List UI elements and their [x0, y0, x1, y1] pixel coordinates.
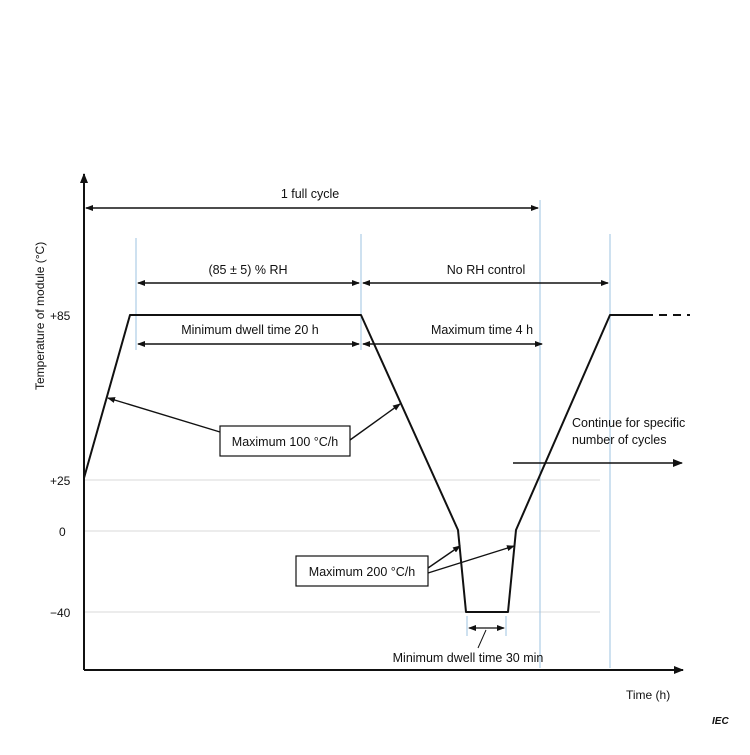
gridlines [84, 479, 600, 613]
callout-label-100: Maximum 100 °C/h [232, 435, 338, 449]
continue-label-line1: Continue for specific [572, 416, 685, 430]
callout-arrow-down-ramp [427, 545, 461, 569]
dwell-20h-label: Minimum dwell time 20 h [181, 323, 319, 337]
dwell-30min-leader [477, 629, 487, 649]
guide-lines [135, 200, 611, 668]
continue-label-line2: number of cycles [572, 433, 666, 447]
callout-box-200 [295, 555, 429, 587]
max-100-callout: Maximum 100 °C/h [107, 397, 401, 457]
max-4h-label: Maximum time 4 h [431, 323, 533, 337]
rh-label: (85 ± 5) % RH [208, 263, 287, 277]
callout-arrow-left-ramp [107, 397, 221, 433]
y-tick-25: +25 [50, 474, 71, 488]
callout-label-200: Maximum 200 °C/h [309, 565, 415, 579]
x-axis-label: Time (h) [626, 688, 670, 702]
callout-arrow-right-ramp [349, 403, 401, 441]
y-tick-minus40: −40 [50, 606, 71, 620]
max-200-callout: Maximum 200 °C/h [295, 545, 515, 587]
temperature-profile [83, 314, 645, 613]
full-cycle-label: 1 full cycle [281, 187, 339, 201]
callout-arrow-up-ramp [427, 545, 515, 574]
callout-box-100 [219, 425, 351, 457]
dwell-30min-label: Minimum dwell time 30 min [393, 651, 544, 665]
y-tick-85: +85 [50, 309, 71, 323]
axes [80, 173, 684, 674]
dwell-30min-annotation: Minimum dwell time 30 min [393, 616, 544, 665]
no-rh-label: No RH control [447, 263, 526, 277]
y-axis-label: Temperature of module (°C) [33, 242, 47, 390]
y-tick-0: 0 [59, 525, 66, 539]
iec-mark: IEC [712, 716, 729, 727]
